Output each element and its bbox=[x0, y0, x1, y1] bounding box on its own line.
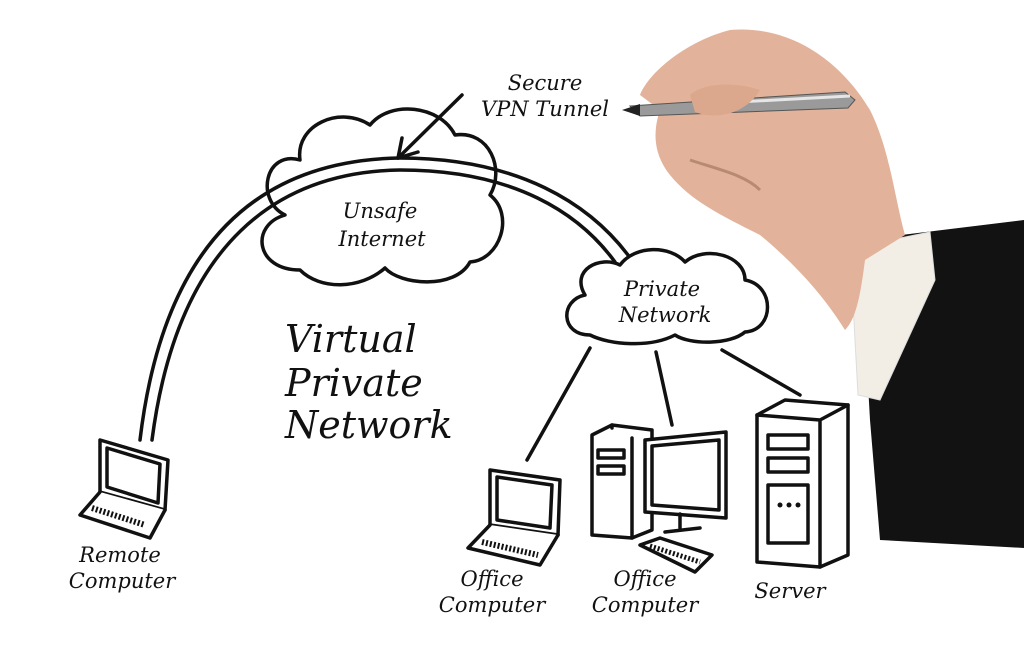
office-laptop-label-2: Computer bbox=[439, 593, 547, 617]
diagram-title: Virtual Private Network bbox=[284, 317, 453, 447]
remote-label-1: Remote bbox=[78, 543, 161, 567]
office-laptop-label-1: Office bbox=[461, 567, 524, 591]
arrow-icon bbox=[396, 93, 464, 160]
title-line-1: Virtual bbox=[285, 317, 417, 361]
annotation-line-2: VPN Tunnel bbox=[481, 97, 609, 121]
hand-with-pen bbox=[622, 29, 1024, 548]
internet-cloud-label-1: Unsafe bbox=[343, 199, 418, 223]
desktop-computer-icon: Office Computer bbox=[590, 423, 728, 617]
private-cloud-label-2: Network bbox=[618, 303, 712, 327]
vpn-tunnel-arc bbox=[138, 156, 630, 442]
connection-lines bbox=[525, 346, 802, 462]
remote-label-2: Computer bbox=[69, 569, 177, 593]
title-line-3: Network bbox=[284, 403, 453, 447]
internet-cloud-icon: Unsafe Internet bbox=[260, 107, 505, 287]
office-desktop-label-1: Office bbox=[614, 567, 677, 591]
office-desktop-label-2: Computer bbox=[592, 593, 700, 617]
server-label: Server bbox=[754, 579, 827, 603]
remote-laptop-icon: Remote Computer bbox=[69, 438, 177, 593]
title-line-2: Private bbox=[284, 361, 423, 405]
private-network-cloud-icon: Private Network bbox=[565, 247, 770, 346]
server-icon: Server bbox=[754, 398, 850, 603]
internet-cloud-label-2: Internet bbox=[337, 227, 426, 251]
secure-vpn-annotation: Secure VPN Tunnel bbox=[396, 71, 609, 160]
private-cloud-label-1: Private bbox=[623, 277, 700, 301]
annotation-line-1: Secure bbox=[508, 71, 583, 95]
shirt-cuff bbox=[849, 231, 936, 401]
office-laptop-icon: Office Computer bbox=[439, 468, 562, 617]
